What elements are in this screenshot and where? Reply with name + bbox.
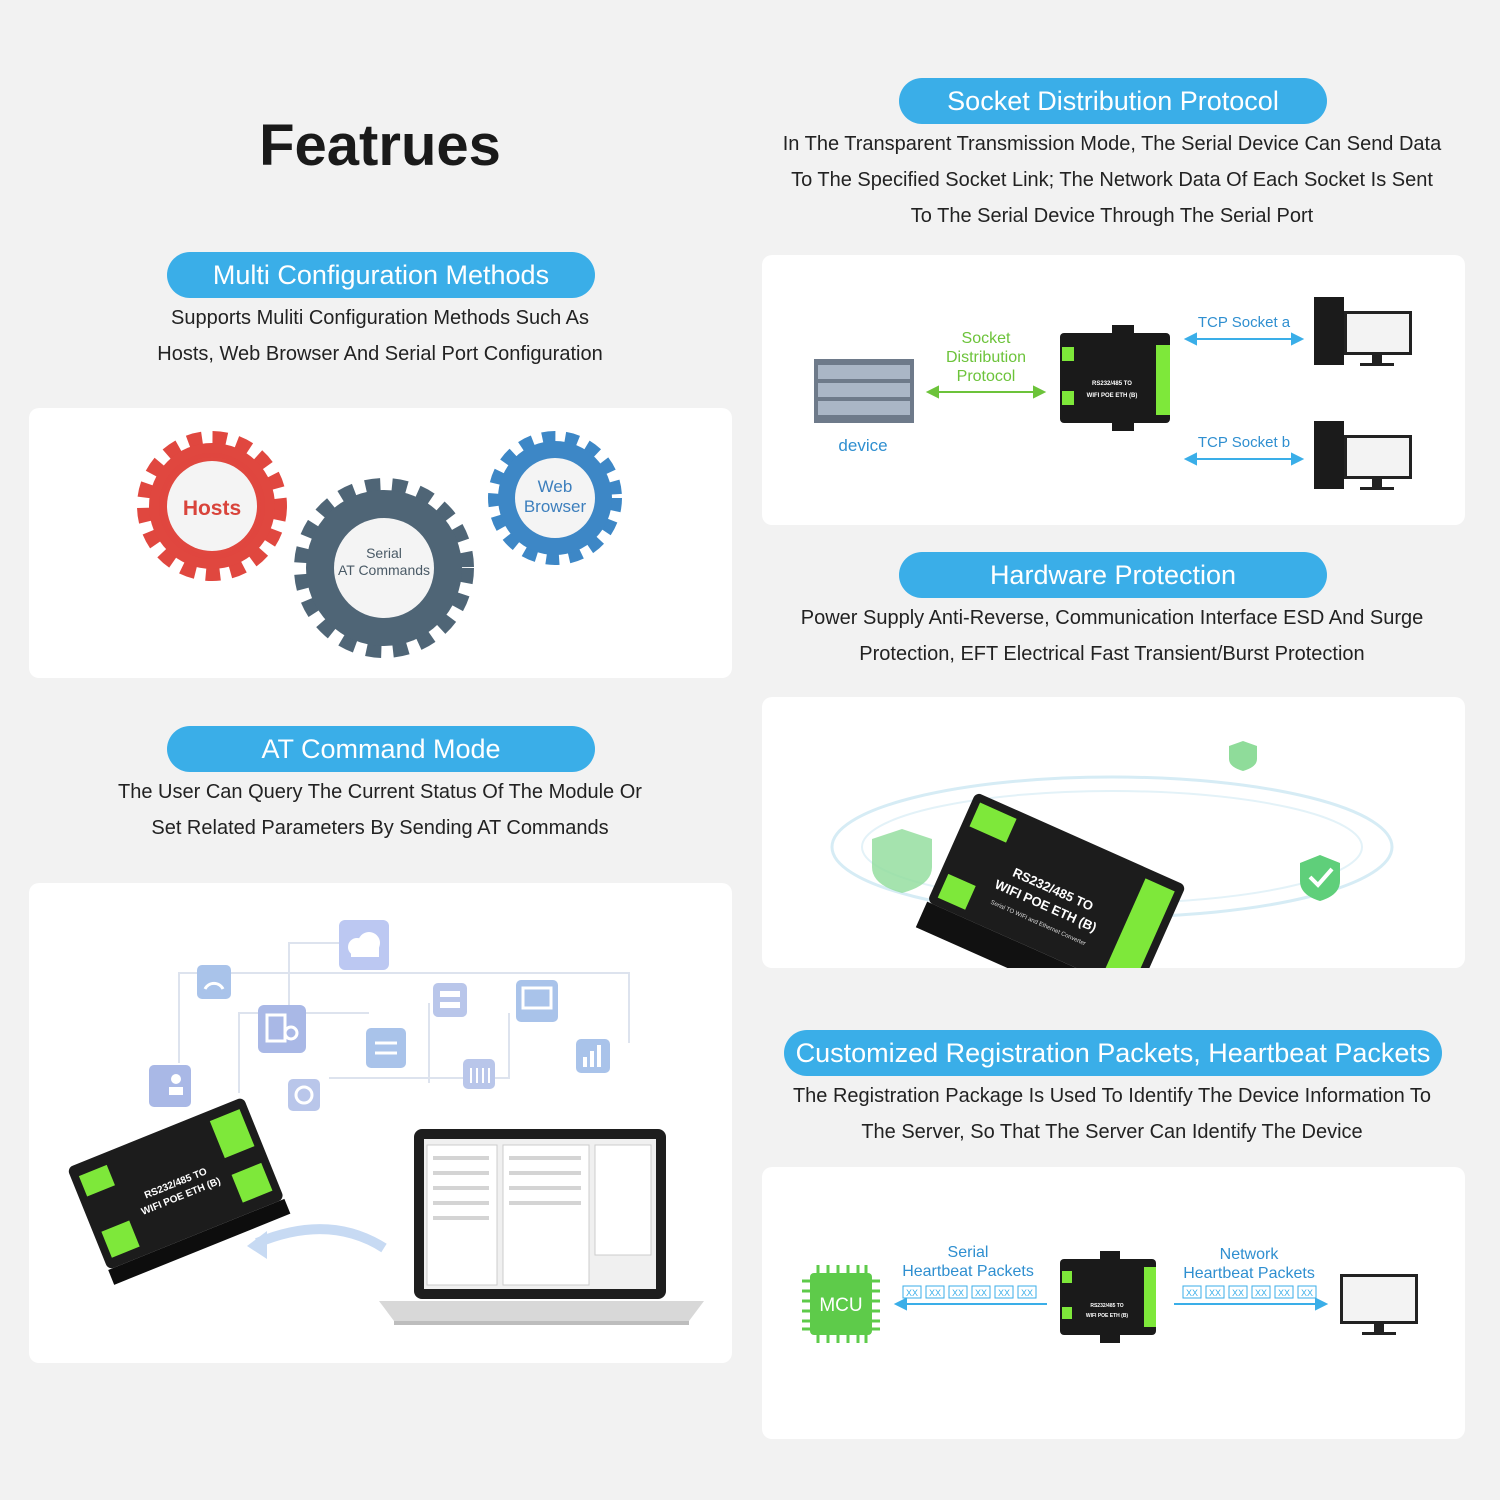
serial-gear-label-line1: Serial xyxy=(366,545,402,561)
serial-packet-6: XX xyxy=(1021,1288,1033,1298)
double-arrow-blue-b-icon xyxy=(1183,452,1305,466)
hardware-panel: RS232/485 TO WIFI POE ETH (B) Serial TO … xyxy=(762,697,1465,1021)
laptop-image xyxy=(379,1129,704,1325)
cloud-icon xyxy=(339,920,389,970)
tcp-socket-a-label: TCP Socket a xyxy=(1198,314,1291,331)
monitor-settings-icon xyxy=(516,980,558,1022)
web-gear-label-line1: Web xyxy=(538,477,573,496)
network-packet-5: XX xyxy=(1278,1288,1290,1298)
hardware-illustration: RS232/485 TO WIFI POE ETH (B) Serial TO … xyxy=(830,741,1394,1021)
hardware-desc-line1: Power Supply Anti-Reverse, Communication… xyxy=(800,607,1424,629)
server-config-icon xyxy=(433,983,467,1017)
serial-packet-2: XX xyxy=(929,1288,941,1298)
multi-config-desc-line2: Hosts, Web Browser And Serial Port Confi… xyxy=(157,343,603,365)
serial-gear-label-line2: AT Commands xyxy=(338,562,430,578)
converter-angled-image: RS232/485 TO WIFI POE ETH (B) Serial TO … xyxy=(915,793,1185,1021)
arrow-icon xyxy=(255,1224,387,1253)
user-swap-icon xyxy=(149,1065,191,1107)
registration-desc-line1: The Registration Package Is Used To Iden… xyxy=(792,1085,1432,1107)
tcp-socket-b-label: TCP Socket b xyxy=(1198,434,1290,451)
at-command-desc-line1: The User Can Query The Current Status Of… xyxy=(118,781,642,803)
socket-heading: Socket Distribution Protocol xyxy=(899,78,1327,124)
multi-config-desc-line1: Supports Muliti Configuration Methods Su… xyxy=(171,307,589,329)
converter-device-image: RS232/485 TO WIFI POE ETH (B) xyxy=(68,1098,291,1285)
serial-packet-1: XX xyxy=(906,1288,918,1298)
gauge-icon xyxy=(197,965,231,999)
serial-packet-5: XX xyxy=(998,1288,1010,1298)
registration-converter-image: RS232/485 TO WIFI POE ETH (B) xyxy=(1060,1251,1156,1343)
network-packet-6: XX xyxy=(1301,1288,1313,1298)
converter-topview-image: RS232/485 TO WIFI POE ETH (B) xyxy=(1060,325,1170,431)
serial-heartbeat-line1: Serial xyxy=(948,1244,989,1261)
network-packets: XX XX XX XX XX XX xyxy=(1182,1285,1317,1299)
bar-chart-icon xyxy=(576,1039,610,1073)
registration-panel: MCU Serial Heartbeat Packets XX XX XX XX… xyxy=(762,1167,1465,1439)
server-rack-icon xyxy=(814,359,914,423)
network-heartbeat-line2: Heartbeat Packets xyxy=(1183,1265,1315,1282)
registration-desc: The Registration Package Is Used To Iden… xyxy=(762,1078,1462,1150)
arrow-right-icon xyxy=(1174,1297,1329,1311)
monitor-icon xyxy=(1340,1274,1418,1335)
registration-heading: Customized Registration Packets, Heartbe… xyxy=(784,1030,1442,1076)
shield-check-icon xyxy=(1300,855,1340,901)
hosts-gear-icon xyxy=(137,431,287,581)
at-command-heading: AT Command Mode xyxy=(167,726,595,772)
web-gear-label-line2: Browser xyxy=(524,497,587,516)
page-title: Featrues xyxy=(259,113,501,178)
serial-heartbeat-line2: Heartbeat Packets xyxy=(902,1263,1034,1280)
serial-packet-3: XX xyxy=(952,1288,964,1298)
hosts-label: Hosts xyxy=(183,497,241,520)
workstation-a-icon xyxy=(1314,297,1412,366)
gears-illustration: Hosts Serial AT Commands Web Browser xyxy=(137,431,622,658)
network-packet-2: XX xyxy=(1209,1288,1221,1298)
socket-desc-line2: To The Specified Socket Link; The Networ… xyxy=(791,169,1433,191)
reg-device-model-line1: RS232/485 TO xyxy=(1090,1303,1123,1309)
device-label: device xyxy=(838,436,887,455)
network-node-icon xyxy=(288,1079,320,1111)
serial-packets: XX XX XX XX XX XX xyxy=(902,1285,1037,1299)
socket-desc-line1: In The Transparent Transmission Mode, Th… xyxy=(782,133,1442,155)
mcu-label: MCU xyxy=(819,1295,862,1316)
at-command-desc: The User Can Query The Current Status Of… xyxy=(40,774,720,846)
at-command-illustration: RS232/485 TO WIFI POE ETH (B) xyxy=(68,920,704,1325)
network-packet-3: XX xyxy=(1232,1288,1244,1298)
multi-config-desc: Supports Muliti Configuration Methods Su… xyxy=(60,300,700,372)
gears-panel: Hosts Serial AT Commands Web Browser xyxy=(29,408,732,678)
multi-config-heading: Multi Configuration Methods xyxy=(167,252,595,298)
signal-bars-icon xyxy=(463,1059,495,1089)
heartbeat-diagram: MCU Serial Heartbeat Packets XX XX XX XX… xyxy=(802,1244,1418,1343)
socket-device-model-line1: RS232/485 TO xyxy=(1092,381,1132,387)
sdp-label-line1: Socket xyxy=(962,330,1011,347)
transfer-icon xyxy=(366,1028,406,1068)
search-doc-icon xyxy=(258,1005,306,1053)
web-browser-gear-icon xyxy=(488,431,622,565)
network-packet-1: XX xyxy=(1186,1288,1198,1298)
socket-panel: device Socket Distribution Protocol RS23… xyxy=(762,255,1465,525)
serial-packet-4: XX xyxy=(975,1288,987,1298)
network-heartbeat-line1: Network xyxy=(1220,1246,1280,1263)
sdp-label-line2: Distribution xyxy=(946,349,1026,366)
socket-desc-line3: To The Serial Device Through The Serial … xyxy=(910,205,1314,227)
double-arrow-blue-a-icon xyxy=(1183,332,1305,346)
hardware-desc: Power Supply Anti-Reverse, Communication… xyxy=(762,600,1462,672)
registration-desc-line2: The Server, So That The Server Can Ident… xyxy=(861,1121,1363,1143)
arrow-left-icon xyxy=(893,1297,1047,1311)
hardware-desc-line2: Protection, EFT Electrical Fast Transien… xyxy=(859,643,1365,665)
network-packet-4: XX xyxy=(1255,1288,1267,1298)
shield-left-icon xyxy=(872,829,932,893)
sdp-label-line3: Protocol xyxy=(957,368,1016,385)
serial-gear-icon xyxy=(294,478,474,658)
at-command-panel: RS232/485 TO WIFI POE ETH (B) xyxy=(29,883,732,1363)
hardware-heading: Hardware Protection xyxy=(899,552,1327,598)
shield-top-icon xyxy=(1229,741,1257,771)
workstation-b-icon xyxy=(1314,421,1412,490)
socket-desc: In The Transparent Transmission Mode, Th… xyxy=(762,126,1462,234)
mcu-chip-icon xyxy=(802,1265,880,1343)
socket-diagram: device Socket Distribution Protocol RS23… xyxy=(814,297,1412,490)
socket-device-model-line2: WIFI POE ETH (B) xyxy=(1087,393,1138,399)
at-command-desc-line2: Set Related Parameters By Sending AT Com… xyxy=(151,817,609,839)
double-arrow-green-icon xyxy=(925,385,1047,399)
reg-device-model-line2: WIFI POE ETH (B) xyxy=(1086,1313,1129,1319)
